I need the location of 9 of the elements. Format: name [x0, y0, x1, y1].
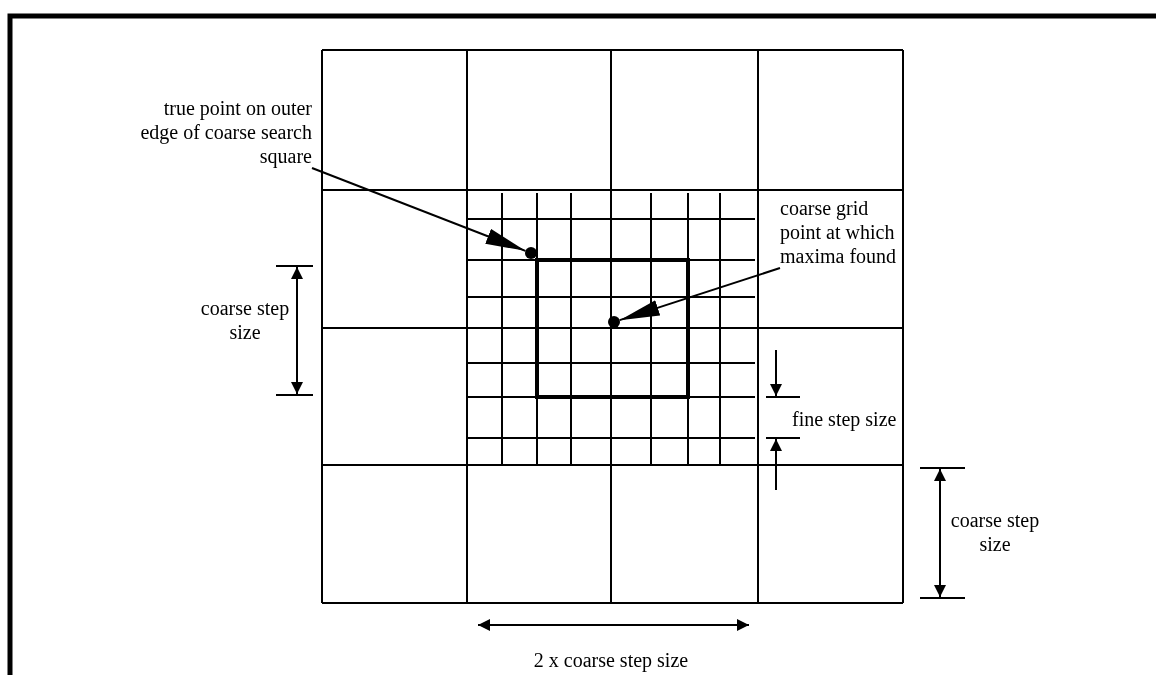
dimension-label: coarse step size	[950, 508, 1040, 556]
annotation-text: coarse grid point at which maxima found	[780, 196, 898, 268]
dimension-label: coarse step size	[200, 296, 290, 344]
point-marker	[608, 316, 620, 328]
leader-line	[618, 267, 781, 322]
annotation-text: true point on outer edge of coarse search square	[140, 96, 312, 168]
dimension-label: 2 x coarse step size	[532, 648, 690, 672]
point-marker	[525, 247, 537, 259]
leader-line	[311, 167, 527, 252]
